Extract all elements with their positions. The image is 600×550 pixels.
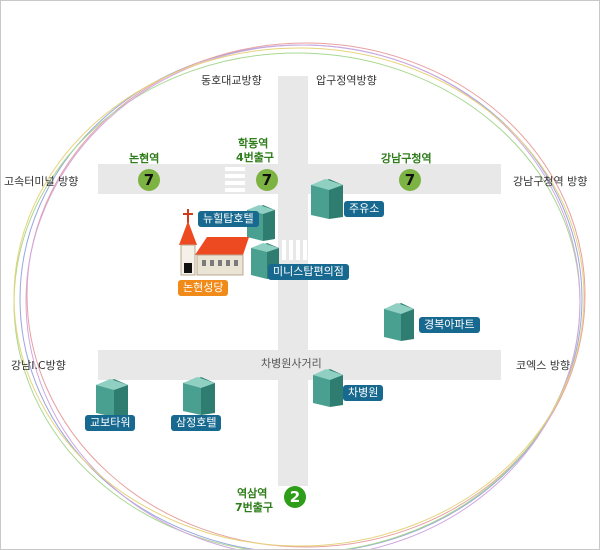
road-vertical-main	[278, 76, 308, 486]
label-samjeong-hotel: 삼정호텔	[171, 415, 222, 431]
station-nonhyeon-name: 논현역	[129, 152, 160, 165]
station-yeoksam-name: 역삼역	[237, 487, 268, 500]
direction-north-east: 압구정역방향	[316, 74, 377, 87]
intersection-label: 차병원사거리	[261, 357, 322, 370]
crosswalk-right	[282, 240, 307, 260]
label-newhilltop-hotel: 뉴힐탑호텔	[198, 211, 259, 227]
building-icon	[313, 369, 343, 407]
station-hakdong-name: 학동역	[238, 137, 269, 150]
direction-east-bottom: 코엑스 방향	[516, 359, 571, 372]
subway-line-icon: 7	[399, 169, 421, 191]
label-gas-station: 주유소	[344, 201, 385, 217]
building-icon	[183, 377, 215, 415]
subway-line-icon: 2	[284, 486, 306, 508]
label-gyeongbok-apt: 경복아파트	[419, 317, 480, 333]
building-icon	[384, 303, 414, 341]
building-icon	[311, 179, 343, 219]
building-icon	[251, 243, 279, 279]
station-hakdong-exit: 4번출구	[236, 151, 275, 164]
direction-north-west: 동호대교방향	[201, 74, 262, 87]
direction-east-top: 강남구청역 방향	[513, 175, 588, 188]
label-chabyeongwon: 차병원	[343, 385, 384, 401]
label-church: 논현성당	[178, 280, 229, 296]
church-icon	[179, 209, 249, 276]
label-kyobo-tower: 교보타워	[85, 415, 136, 431]
direction-west-bottom: 강남I.C방향	[11, 359, 66, 372]
label-ministop: 미니스탑편의점	[268, 264, 349, 280]
subway-line-icon: 7	[138, 169, 160, 191]
crosswalk-top	[225, 167, 245, 192]
direction-west-top: 고속터미널 방향	[4, 175, 79, 188]
subway-line-icon: 7	[256, 169, 278, 191]
station-yeoksam-exit: 7번출구	[235, 501, 274, 514]
building-icon	[96, 379, 128, 417]
station-gangnamgu-name: 강남구청역	[381, 152, 432, 165]
